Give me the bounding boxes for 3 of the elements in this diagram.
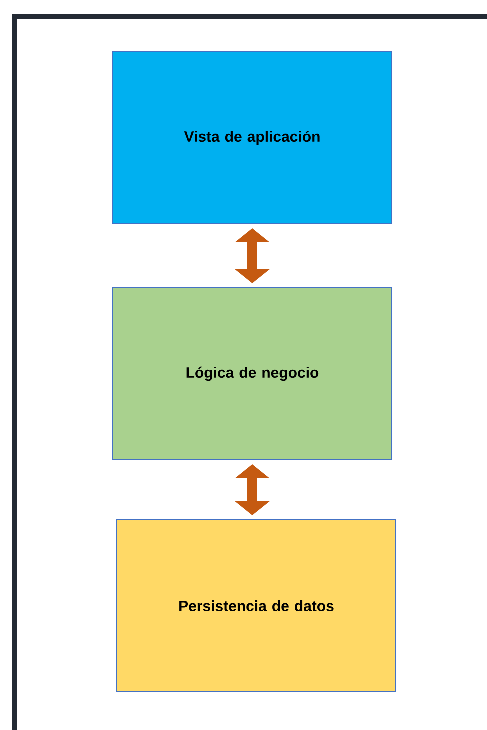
layer-box: Persistencia de datos bbox=[116, 520, 396, 692]
layer-box: Lógica de negocio bbox=[112, 288, 392, 460]
layer-box: Vista de aplicación bbox=[112, 52, 392, 224]
